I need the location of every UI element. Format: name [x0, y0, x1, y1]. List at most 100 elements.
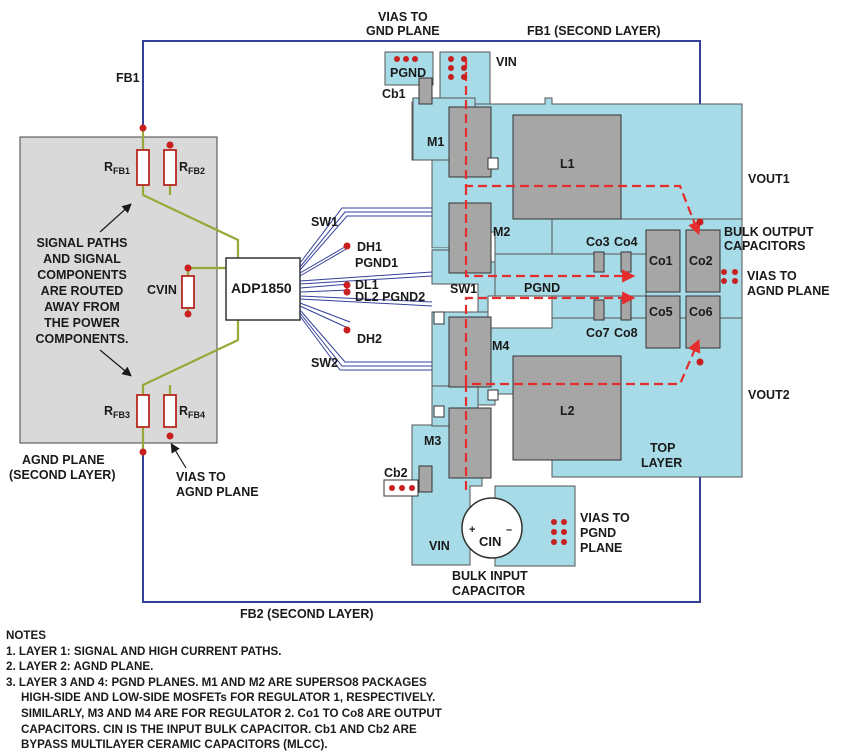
co2-capacitor — [685, 229, 721, 293]
via — [139, 124, 147, 132]
via — [448, 56, 454, 62]
via — [448, 74, 454, 80]
via — [721, 278, 727, 284]
pgnd-mid-label: PGND — [524, 281, 560, 295]
rfb3-resistor — [136, 394, 150, 428]
top-layer-label-1: TOP — [650, 441, 675, 455]
signal-note-7: COMPONENTS. — [35, 332, 128, 346]
signal-note-4: ARE ROUTED — [41, 284, 124, 298]
dl1-label: DL1 — [355, 278, 379, 292]
m2-label: M2 — [493, 225, 510, 239]
via — [551, 519, 557, 525]
co8-label: Co8 — [614, 326, 638, 340]
vias-pgnd-label-1: VIAS TO — [580, 511, 630, 525]
co3-capacitor — [593, 251, 605, 273]
dh2-label: DH2 — [357, 332, 382, 346]
fb1-label: FB1 — [116, 71, 140, 85]
rfb3-label: RFB3 — [104, 404, 130, 420]
cin-plus-label: + — [469, 524, 475, 536]
rfb2-resistor — [163, 149, 177, 186]
m3-mosfet — [448, 407, 492, 479]
cin-minus-label: – — [506, 524, 512, 536]
co5-label: Co5 — [649, 305, 673, 319]
via — [343, 288, 351, 296]
co4-capacitor — [620, 251, 632, 273]
dl2-pgnd2-label: DL2 PGND2 — [355, 290, 425, 304]
note-2: 2. LAYER 2: AGND PLANE. — [6, 660, 154, 674]
m1-label: M1 — [427, 135, 444, 149]
note-3-line-2: HIGH-SIDE AND LOW-SIDE MOSFETs FOR REGUL… — [21, 691, 436, 705]
via — [732, 278, 738, 284]
note-3-line-1: 3. LAYER 3 AND 4: PGND PLANES. M1 AND M2… — [6, 675, 427, 689]
via — [461, 65, 467, 71]
feedback-resistors — [136, 149, 195, 428]
via — [343, 281, 351, 289]
rfb4-label: RFB4 — [179, 404, 205, 420]
cin-label: CIN — [479, 534, 501, 549]
co6-capacitor — [685, 295, 721, 349]
note-3-line-5: BYPASS MULTILAYER CERAMIC CAPACITORS (ML… — [21, 738, 328, 752]
via — [561, 519, 567, 525]
notes-title: NOTES — [6, 629, 46, 642]
bulk-output-label-2: CAPACITORS — [724, 239, 806, 253]
adp1850-label: ADP1850 — [231, 280, 292, 296]
co2-label: Co2 — [689, 254, 713, 268]
vias-agnd-right-label-2: AGND PLANE — [747, 284, 830, 298]
co7-capacitor — [593, 299, 605, 321]
co7-label: Co7 — [586, 326, 610, 340]
bulk-output-label-1: BULK OUTPUT — [724, 225, 814, 239]
via — [394, 56, 400, 62]
via — [561, 539, 567, 545]
co1-capacitor — [645, 229, 681, 293]
l2-label: L2 — [560, 404, 575, 418]
bulk-input-label-1: BULK INPUT — [452, 569, 528, 583]
via — [166, 141, 174, 149]
l1-label: L1 — [560, 157, 575, 171]
via — [551, 529, 557, 535]
vias-agnd-right-label-1: VIAS TO — [747, 269, 797, 283]
vout1-label: VOUT1 — [748, 172, 790, 186]
signal-note-6: THE POWER — [44, 316, 120, 330]
via — [389, 485, 395, 491]
via — [409, 485, 415, 491]
via — [732, 269, 738, 275]
cvin-label: CVIN — [147, 283, 177, 297]
m1-mosfet — [448, 106, 492, 178]
via — [139, 448, 147, 456]
sw2-label: SW2 — [311, 356, 338, 370]
note-3-line-3: SIMILARLY, M3 AND M4 ARE FOR REGULATOR 2… — [21, 706, 442, 720]
co8-capacitor — [620, 299, 632, 321]
vias — [139, 56, 738, 545]
vias-gnd-label-2: GND PLANE — [366, 24, 440, 38]
via — [184, 310, 192, 318]
vias-pgnd-label-3: PLANE — [580, 541, 622, 555]
agnd-plane-label-1: AGND PLANE — [22, 453, 105, 467]
vin-bottom-label: VIN — [429, 539, 450, 553]
signal-note-2: AND SIGNAL — [43, 252, 121, 266]
signal-note-5: AWAY FROM — [44, 300, 120, 314]
cb2-capacitor — [418, 465, 433, 493]
via — [166, 432, 174, 440]
vin-top-label: VIN — [496, 55, 517, 69]
rfb4-resistor — [163, 394, 177, 428]
via — [551, 539, 557, 545]
cb1-capacitor — [418, 77, 433, 105]
co4-label: Co4 — [614, 235, 638, 249]
via — [461, 74, 467, 80]
m4-label: M4 — [492, 339, 509, 353]
note-3-line-4: CAPACITORS. CIN IS THE INPUT BULK CAPACI… — [21, 722, 417, 736]
dh1-label: DH1 — [357, 240, 382, 254]
vias-pgnd-label-2: PGND — [580, 526, 616, 540]
via — [721, 269, 727, 275]
notes-block: NOTES 1. LAYER 1: SIGNAL AND HIGH CURREN… — [6, 628, 836, 753]
rfb1-resistor — [136, 149, 150, 186]
cin-capacitor — [461, 497, 523, 559]
cb1-label: Cb1 — [382, 87, 406, 101]
vias-agnd-left-label-2: AGND PLANE — [176, 485, 259, 499]
sw1-mid-label: SW1 — [450, 282, 477, 296]
note-1: 1. LAYER 1: SIGNAL AND HIGH CURRENT PATH… — [6, 644, 282, 658]
co1-label: Co1 — [649, 254, 673, 268]
vias-gnd-label-1: VIAS TO — [378, 10, 428, 24]
